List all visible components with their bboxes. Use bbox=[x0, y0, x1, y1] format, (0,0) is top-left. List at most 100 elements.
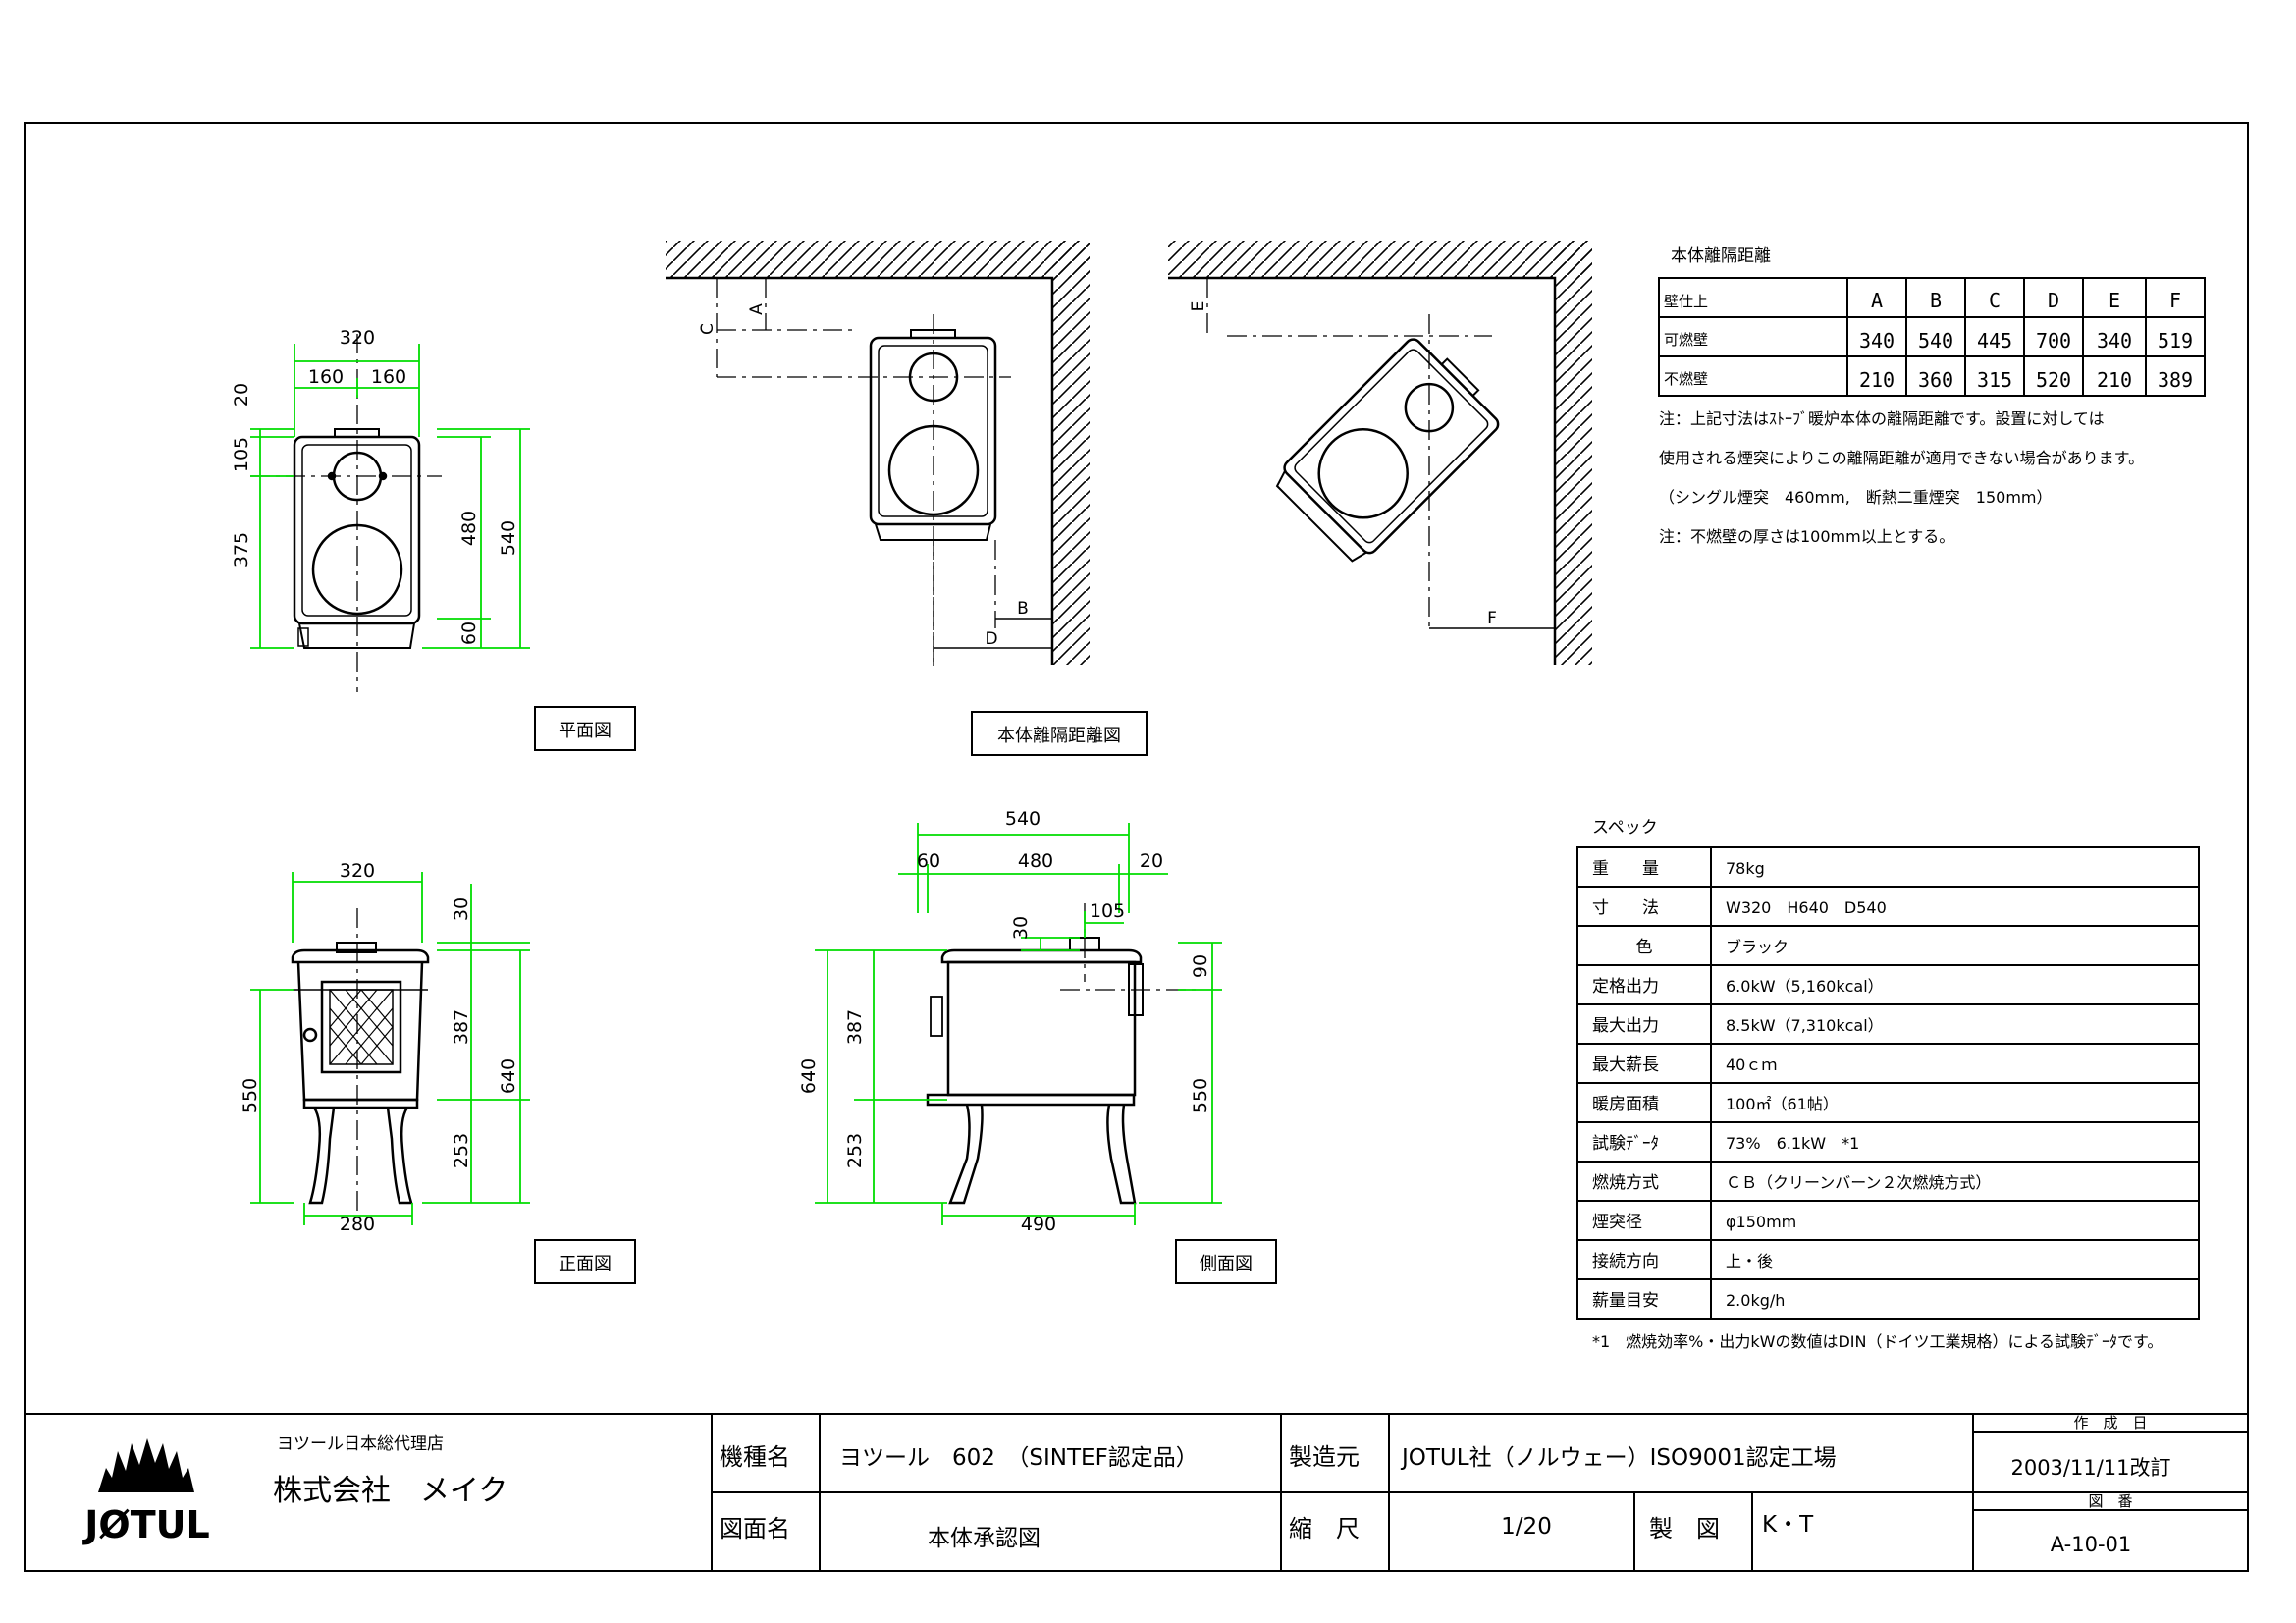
clearance-note-1: 注：上記寸法はｽﾄｰﾌﾞ暖炉本体の離隔距離です。設置に対しては bbox=[1659, 409, 2105, 428]
clearance-cell: 340 bbox=[2097, 329, 2132, 352]
scale-label: 縮 尺 bbox=[1289, 1515, 1360, 1542]
clearance-diagram: A C B D 本体離隔距離図 E F bbox=[666, 241, 1592, 756]
clearance-letter-a: A bbox=[747, 303, 767, 315]
clearance-header-c: C bbox=[1989, 289, 2001, 312]
spec-value: 6.0kW（5,160kcal） bbox=[1726, 977, 1884, 996]
spec-label: 重 量 bbox=[1592, 859, 1659, 879]
company-name: 株式会社 メイク bbox=[273, 1474, 507, 1508]
spec-label: 色 bbox=[1636, 938, 1653, 957]
clearance-cell: 389 bbox=[2158, 368, 2193, 392]
clearance-cell: 360 bbox=[1918, 368, 1953, 392]
spec-value: φ150mm bbox=[1726, 1213, 1796, 1231]
drafter-label: 製 図 bbox=[1649, 1515, 1720, 1542]
side-view-label: 側面図 bbox=[1200, 1254, 1253, 1274]
front-dim-550: 550 bbox=[240, 1078, 261, 1113]
date-label: 作 成 日 bbox=[2073, 1414, 2147, 1432]
clearance-cell: 519 bbox=[2158, 329, 2193, 352]
front-dim-base: 280 bbox=[340, 1214, 375, 1235]
front-view-label: 正面図 bbox=[559, 1254, 612, 1274]
clearance-note-3: （シングル煙突 460mm, 断熱二重煙突 150mm） bbox=[1659, 488, 2053, 507]
plan-dim-375: 375 bbox=[231, 532, 252, 568]
side-dim-105: 105 bbox=[1090, 900, 1125, 922]
spec-value: 78kg bbox=[1726, 859, 1765, 878]
side-dim-base: 490 bbox=[1021, 1214, 1056, 1235]
front-dim-387: 387 bbox=[451, 1009, 472, 1045]
clearance-header-d: D bbox=[2048, 289, 2059, 312]
jotul-logo-icon bbox=[98, 1438, 194, 1492]
clearance-cell: 210 bbox=[1859, 368, 1895, 392]
clearance-letter-e: E bbox=[1189, 301, 1208, 312]
front-dim-30: 30 bbox=[451, 897, 472, 921]
clearance-cell: 315 bbox=[1977, 368, 2012, 392]
clearance-header-wall: 壁仕上 bbox=[1664, 293, 1708, 310]
revision-date: 2003/11/11改訂 bbox=[2010, 1456, 2170, 1480]
spec-footnote: *1 燃焼効率%・出力kWの数値はDIN（ドイツ工業規格）による試験ﾃﾞｰﾀです… bbox=[1592, 1332, 2163, 1351]
spec-label: 最大薪長 bbox=[1592, 1055, 1659, 1075]
plan-view-label: 平面図 bbox=[559, 721, 612, 741]
plan-dim-half-right: 160 bbox=[371, 366, 406, 388]
plan-dim-105: 105 bbox=[231, 437, 252, 472]
title-block: JØTUL ヨツール日本総代理店 株式会社 メイク 機種名 ヨツール 602 （… bbox=[25, 1413, 2248, 1571]
drafter-name: K・T bbox=[1762, 1512, 1814, 1538]
side-dim-20: 20 bbox=[1140, 850, 1163, 872]
spec-value: 8.5kW（7,310kcal） bbox=[1726, 1016, 1884, 1035]
front-view: 320 30 387 640 550 253 280 正面図 bbox=[240, 860, 636, 1284]
side-dim-60: 60 bbox=[917, 850, 940, 872]
clearance-letter-d: D bbox=[985, 629, 997, 649]
plan-dim-540: 540 bbox=[498, 520, 519, 556]
clearance-view-label: 本体離隔距離図 bbox=[997, 726, 1121, 746]
clearance-header-b: B bbox=[1930, 289, 1942, 312]
spec-label: 寸 法 bbox=[1592, 898, 1659, 918]
spec-label: 定格出力 bbox=[1592, 977, 1659, 997]
plan-dim-20: 20 bbox=[231, 383, 252, 406]
spec-label: 試験ﾃﾞｰﾀ bbox=[1592, 1134, 1659, 1154]
side-dim-640: 640 bbox=[798, 1058, 820, 1094]
clearance-letter-b: B bbox=[1017, 599, 1029, 619]
clearance-note-4: 注：不燃壁の厚さは100mm以上とする。 bbox=[1659, 527, 1954, 546]
front-dim-253: 253 bbox=[451, 1133, 472, 1168]
clearance-cell: 340 bbox=[1859, 329, 1895, 352]
spec-value: 40ｃｍ bbox=[1726, 1055, 1777, 1074]
spec-value: 73% 6.1kW *1 bbox=[1726, 1134, 1859, 1153]
clearance-note-2: 使用される煙突によりこの離隔距離が適用できない場合があります。 bbox=[1659, 449, 2144, 467]
spec-value: ＣＢ（クリーンバーン２次燃焼方式） bbox=[1726, 1173, 1991, 1192]
dealer-label: ヨツール日本総代理店 bbox=[277, 1434, 444, 1454]
clearance-header-a: A bbox=[1871, 289, 1883, 312]
plan-dim-half-left: 160 bbox=[308, 366, 344, 388]
clearance-header-e: E bbox=[2109, 289, 2120, 312]
spec-title: スペック bbox=[1592, 818, 1658, 838]
spec-value: ブラック bbox=[1726, 938, 1789, 956]
drawing-number: A-10-01 bbox=[2051, 1533, 2132, 1556]
spec-value: 上・後 bbox=[1726, 1252, 1773, 1271]
model-name: ヨツール 602 （SINTEF認定品） bbox=[839, 1445, 1199, 1471]
clearance-cell: 210 bbox=[2097, 368, 2132, 392]
plan-dim-60: 60 bbox=[458, 622, 480, 645]
drawing-name-label: 図面名 bbox=[720, 1515, 790, 1542]
side-dim-90: 90 bbox=[1190, 954, 1211, 978]
side-view: 540 60 480 20 30 105 640 387 253 90 550 … bbox=[798, 808, 1277, 1284]
side-dim-550: 550 bbox=[1190, 1078, 1211, 1113]
scale-value: 1/20 bbox=[1501, 1514, 1552, 1540]
clearance-header-f: F bbox=[2169, 289, 2181, 312]
clearance-cell: 540 bbox=[1918, 329, 1953, 352]
clearance-table: 本体離隔距離 壁仕上 A B C D E F 可燃壁 340 540 445 7… bbox=[1658, 246, 2206, 546]
spec-value: 100㎡（61帖） bbox=[1726, 1095, 1839, 1113]
clearance-cell: 445 bbox=[1977, 329, 2012, 352]
sheet-border bbox=[24, 122, 2249, 1572]
spec-label: 接続方向 bbox=[1592, 1252, 1659, 1271]
spec-label: 薪量目安 bbox=[1592, 1291, 1659, 1311]
number-label: 図 番 bbox=[2088, 1492, 2132, 1510]
spec-label: 暖房面積 bbox=[1592, 1095, 1659, 1114]
side-dim-540: 540 bbox=[1005, 808, 1041, 830]
side-dim-480: 480 bbox=[1018, 850, 1053, 872]
drawing-name: 本体承認図 bbox=[928, 1526, 1041, 1551]
spec-label: 燃焼方式 bbox=[1592, 1173, 1659, 1193]
spec-table: スペック 重 量 78kg 寸 法 W320 H640 D540 色 ブラック … bbox=[1576, 818, 2200, 1351]
maker-label: 製造元 bbox=[1289, 1443, 1360, 1471]
spec-value: 2.0kg/h bbox=[1726, 1291, 1785, 1310]
side-dim-387: 387 bbox=[844, 1009, 866, 1045]
clearance-cell: 520 bbox=[2036, 368, 2071, 392]
clearance-row-combustible-label: 可燃壁 bbox=[1664, 331, 1708, 349]
spec-label: 最大出力 bbox=[1592, 1016, 1659, 1036]
